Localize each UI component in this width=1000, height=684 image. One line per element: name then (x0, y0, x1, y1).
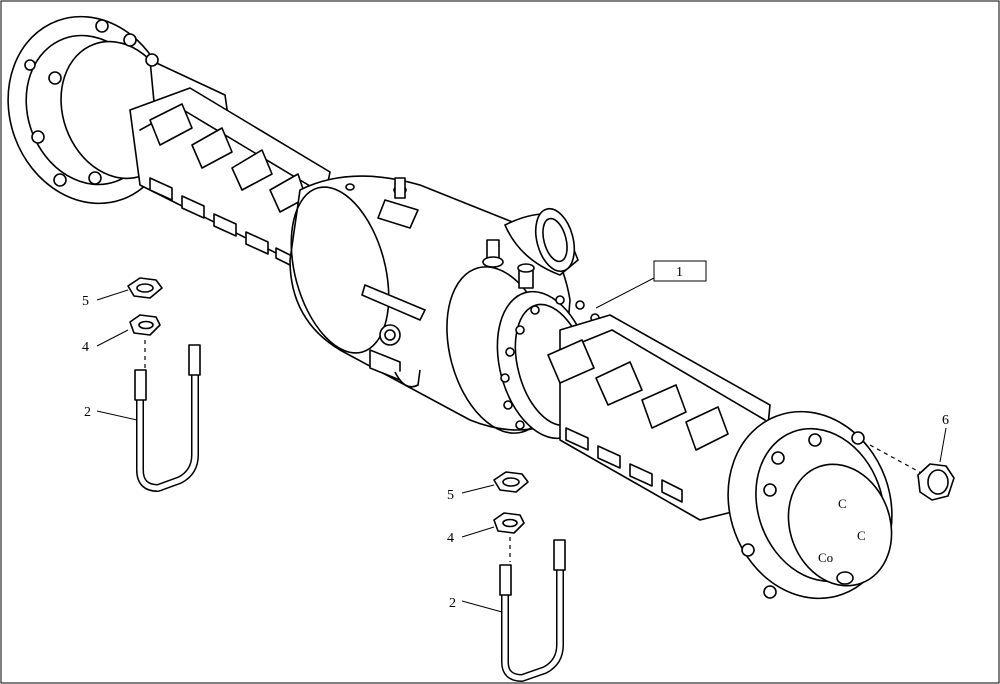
flange-bolt (515, 325, 525, 335)
right-ubolt-assembly: 5 4 2 (447, 471, 566, 682)
callout-axle-label: 1 (676, 265, 683, 280)
callout-wheel-nut: 6 (942, 413, 949, 428)
left-axle-tube (129, 87, 331, 271)
hub-stud (145, 53, 159, 67)
callout-ubolt-right: 2 (449, 596, 456, 611)
callout-washer-left: 4 (82, 340, 89, 355)
hub-stud (741, 543, 755, 557)
flange-bolt (500, 373, 510, 383)
hub-mark: Co (818, 550, 833, 565)
left-ubolt-assembly: 5 4 2 (82, 277, 201, 492)
flange-bolt (515, 420, 525, 430)
right-washer (493, 512, 525, 534)
callout-nut-left: 5 (82, 294, 89, 309)
left-tube-ribs (149, 103, 307, 269)
hub-stud (763, 585, 777, 599)
callout-axle: 1 (595, 260, 707, 309)
callout-washer-right: 4 (447, 531, 454, 546)
flange-bolt (575, 300, 585, 310)
flange-bolt (530, 305, 540, 315)
callout-ubolt-left: 2 (84, 405, 91, 420)
hub-stud (763, 483, 777, 497)
wheel-nut-assembly: 6 (869, 413, 955, 501)
right-tube-ribs (547, 339, 729, 503)
right-wheel-hub: C C Co (727, 410, 893, 600)
hub-mark: C (838, 496, 847, 511)
hub-stud (771, 451, 785, 465)
ubolt-thread (553, 539, 566, 571)
hub-stud (48, 71, 62, 85)
hub-mark: C (857, 528, 866, 543)
hub-stud (53, 173, 67, 187)
hub-stud (851, 431, 865, 445)
flange-bolt (503, 400, 513, 410)
ubolt-thread (499, 564, 512, 596)
callout-nut-right: 5 (447, 488, 454, 503)
ubolt-thread (134, 369, 147, 401)
hub-stud (88, 171, 102, 185)
hub-stud (123, 33, 137, 47)
flange-bolt (505, 347, 515, 357)
right-nut (493, 471, 529, 493)
flange-bolt (555, 295, 565, 305)
left-nut (127, 277, 163, 299)
hub-stud (808, 433, 822, 447)
hub-stud (95, 19, 109, 33)
ubolt-thread (188, 344, 201, 376)
left-washer (129, 314, 161, 336)
hub-stud (31, 130, 45, 144)
hub-stud (24, 59, 36, 71)
